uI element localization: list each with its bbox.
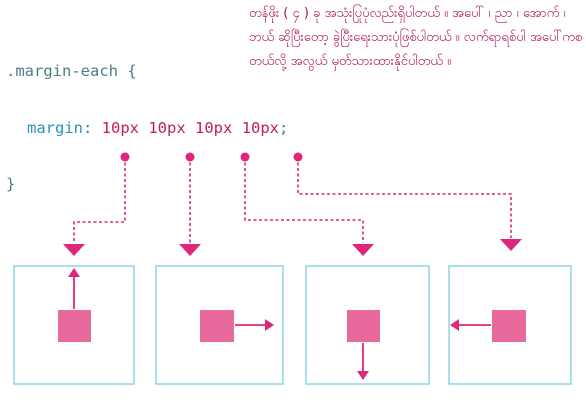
code-selector: .margin-each { bbox=[6, 62, 137, 80]
code-value-left: 10px bbox=[241, 119, 280, 137]
explanation-text: တန်ဖိုး ( ၄ ) ခု အသုံးပြုပုံလည်းရှိပါတယ်… bbox=[249, 6, 583, 69]
arrow-right-icon bbox=[235, 319, 274, 331]
code-semicolon: ; bbox=[279, 119, 289, 137]
code-value-top: 10px bbox=[101, 119, 139, 137]
value-dot-left bbox=[293, 152, 303, 162]
box-margin-left bbox=[448, 265, 572, 385]
box-margin-top bbox=[13, 265, 135, 385]
code-margin-declaration: margin: 10px 10px 10px 10px; bbox=[27, 118, 288, 138]
pointer-bottom bbox=[352, 244, 374, 256]
connector-bottom bbox=[244, 157, 364, 243]
code-closing-brace: } bbox=[6, 175, 16, 193]
value-dot-top bbox=[120, 152, 130, 162]
code-colon: : bbox=[83, 119, 102, 137]
pointer-left bbox=[500, 239, 522, 251]
arrow-down-icon bbox=[357, 343, 369, 380]
code-property: margin bbox=[27, 119, 83, 137]
square-bottom bbox=[347, 310, 380, 342]
arrow-up-icon bbox=[68, 268, 80, 309]
box-margin-right bbox=[155, 265, 284, 385]
code-value-bottom: 10px bbox=[195, 119, 233, 137]
square-right bbox=[200, 310, 234, 342]
square-top bbox=[58, 310, 91, 342]
value-dot-bottom bbox=[240, 152, 250, 162]
connector-left bbox=[297, 157, 512, 238]
code-value-right: 10px bbox=[148, 119, 186, 137]
connector-top bbox=[73, 157, 126, 243]
box-margin-bottom bbox=[305, 265, 430, 385]
pointer-right bbox=[179, 244, 201, 256]
pointer-top bbox=[63, 244, 85, 256]
value-dot-right bbox=[185, 152, 195, 162]
square-left bbox=[492, 310, 526, 342]
arrow-left-icon bbox=[450, 319, 491, 331]
